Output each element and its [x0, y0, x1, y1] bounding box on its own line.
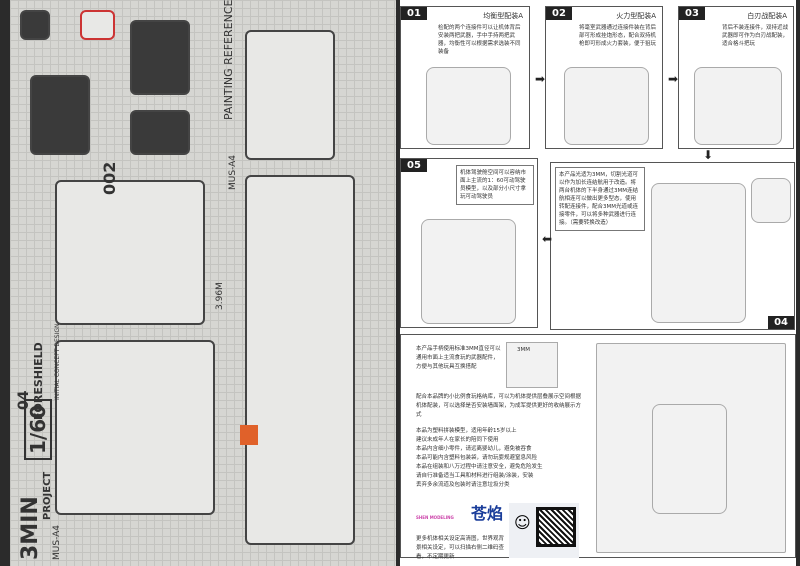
brand-logo-shen: SHEN MODELING: [416, 515, 454, 520]
model-name: FORESHIELD: [32, 342, 45, 420]
design-label: INITIAL CONCEPT DESIGN: [54, 323, 61, 400]
handle-illustration: 3MM: [506, 342, 558, 388]
panel-04: 本产品光适为3MM，切割光道可以作为加长连结航用于改造。将两台机体的下半身通过3…: [550, 162, 795, 330]
mascot-qr-card: ☺: [509, 503, 579, 558]
hangar-stand-illustration: [596, 343, 786, 553]
mech-illustration: [564, 67, 649, 145]
painting-reference-page: 3MIN PROJECT 1/60 04 FORESHIELD MUS-A4 I…: [10, 0, 396, 566]
section-title: PAINTING REFERENCE: [222, 0, 235, 120]
panel-text: 本产品光适为3MM，切割光道可以作为加长连结航用于改造。将两台机体的下半身通过3…: [555, 167, 645, 231]
mech-front-view: [55, 180, 205, 325]
step-number: 05: [401, 159, 427, 172]
arrow-down-icon: ⬇: [703, 148, 714, 162]
mech-side-view: [245, 30, 335, 160]
footer-note: 更多机体相关设定高清图，世界观背景相关设定，可以扫描右侧二维码查看，不定期更新: [416, 536, 505, 560]
warning-item: 请自行准备适当工具和材料进行组装/涂装，安装: [416, 473, 534, 479]
page-number: 002: [100, 161, 119, 195]
arrow-right-icon: ➡: [535, 72, 546, 86]
mech-in-hangar: [652, 404, 727, 514]
warning-item: 本品内含细小零件，请远离婴幼儿，避免被吞食: [416, 446, 532, 452]
arrow-right-icon: ➡: [668, 72, 679, 86]
mascot-icon: ☺: [514, 513, 531, 532]
panel-title: 白刃战配装A: [747, 12, 787, 20]
model-code: MUS-A4: [52, 525, 62, 560]
panel-01: 01 均衡型配装A 检配的两个连接件可以让机体背后安装两把武器，手中手持两把武器…: [400, 6, 530, 149]
combined-mech-illustration: [651, 183, 746, 323]
panel-title: 火力型配装A: [616, 12, 656, 20]
brand-logo-cangyan: 苍焰: [471, 504, 504, 523]
info-panel: 本产品手柄使用标准3MM直径可以通用市面上主流食玩的武器配件，方便与其他玩具互换…: [400, 334, 796, 560]
panel-text: 将毫室武器通过连接件装在背后部可形成挂炮形态，配合双持机枪即可形成火力套装，便于…: [576, 21, 662, 51]
warning-item: 本品可能内含塑料包装袋，请勿玩耍规避窒息风险: [416, 455, 538, 461]
panel-title: 均衡型配装A: [483, 12, 523, 20]
mech-illustration: [694, 67, 782, 145]
leg-part: [130, 110, 190, 155]
handle-note: 本产品手柄使用标准3MM直径可以通用市面上主流食玩的武器配件，方便与其他玩具互换…: [416, 346, 501, 370]
warning-item: 本品在组装和八万过程中请注意安全，避免危险发生: [416, 464, 543, 470]
panel-03: 03 白刃战配装A 背后不装连接件，双持近战武器即可作为白刃战配装，适合格斗把玩: [678, 6, 794, 149]
step-number: 01: [401, 7, 427, 20]
height-label: 3.96M: [215, 282, 225, 310]
warning-item: 丢弃多余流道及包装时请注意垃圾分类: [416, 482, 510, 488]
step-number: 02: [546, 7, 572, 20]
stand-note: 配合本品牌的小比例食玩格纳库，可以为机体提供层叠展示空间根据机体配装，可以选择是…: [416, 394, 582, 418]
step-number: 03: [679, 7, 705, 20]
panel-text: 机体驾驶舱空间可以容纳市面上主流的1：60可动驾驶员模型，以及部分小尺寸拿玩可动…: [456, 165, 534, 205]
arm-part: [130, 20, 190, 95]
mech-illustration: [426, 67, 511, 145]
warnings-list: 本品为塑料拼装模型，适用年龄15岁以上 建议未成年人在家长的陪同下使用 本品内含…: [416, 427, 586, 490]
torso-part: [30, 75, 90, 155]
panel-05: 05 机体驾驶舱空间可以容纳市面上主流的1：60可动驾驶员模型，以及部分小尺寸拿…: [400, 158, 538, 328]
panel-text: 背后不装连接件，双持近战武器即可作为白刃战配装，适合格斗把玩: [719, 21, 793, 51]
panel-02: 02 火力型配装A 将毫室武器通过连接件装在背后部可形成挂炮形态，配合双持机枪即…: [545, 6, 663, 149]
mech-back-view: [55, 340, 215, 515]
step-number: 04: [768, 316, 794, 329]
model-number: 04: [16, 390, 32, 410]
qr-code[interactable]: [536, 507, 576, 547]
instruction-page: 01 均衡型配装A 检配的两个连接件可以让机体背后安装两把武器，手中手持两把武器…: [400, 0, 796, 566]
mech-top-view: [245, 175, 355, 545]
color-swatch-orange: [240, 425, 258, 445]
mech-illustration: [421, 219, 516, 324]
connector-part-illustration: [751, 178, 791, 223]
warning-item: 本品为塑料拼装模型，适用年龄15岁以上: [416, 428, 517, 434]
model-code-2: MUS-A4: [228, 155, 238, 190]
panel-text: 检配的两个连接件可以让机体背后安装两把武器，手中手持两把武器，均衡性可以根据需求…: [435, 21, 527, 59]
head-part-detail: [80, 10, 115, 40]
brand-sub: PROJECT: [42, 471, 53, 520]
callout-3mm: 3MM: [517, 347, 530, 353]
brand-logo: 3MIN: [18, 496, 43, 560]
warning-item: 建议未成年人在家长的陪同下使用: [416, 437, 499, 443]
arrow-left-icon: ⬅: [542, 232, 553, 246]
head-part: [20, 10, 50, 40]
